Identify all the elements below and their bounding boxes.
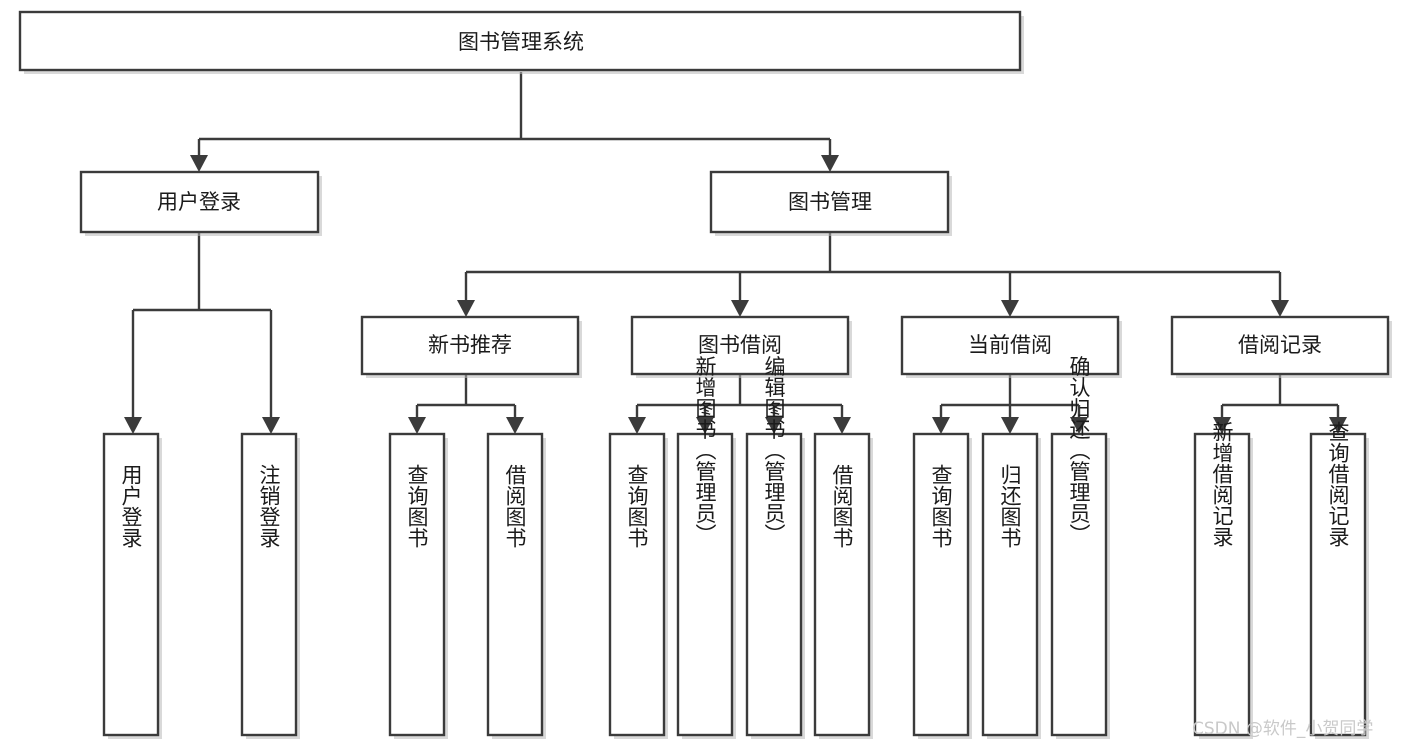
node-book-borrow-label: 图书借阅: [698, 333, 782, 357]
node-leaf-query-book-1-label: 查询图书: [405, 464, 429, 548]
node-user-login-label: 用户登录: [157, 190, 241, 214]
node-new-book-recommend-label: 新书推荐: [428, 333, 512, 357]
arrow-head-leaf-user-logout: [262, 417, 280, 434]
node-leaf-add-record-label: 新增借阅记录: [1210, 421, 1234, 547]
node-leaf-confirm-return-rect: [1050, 432, 1108, 737]
node-leaf-borrow-book-2-label: 借阅图书: [830, 464, 854, 548]
node-user-login-rect: [79, 170, 320, 234]
arrow-head-leaf-query-record: [1329, 417, 1347, 434]
node-book-borrow-rect: [630, 315, 850, 376]
arrow-head-book-manage: [821, 155, 839, 172]
node-book-manage[interactable]: 图书管理: [709, 170, 952, 236]
node-leaf-return-book[interactable]: 归还图书: [981, 432, 1041, 739]
arrow-head-bookborrow: [731, 300, 749, 317]
node-leaf-return-book-rect: [981, 432, 1039, 737]
node-leaf-query-book-2-label: 查询图书: [625, 464, 649, 548]
node-current-borrow-label: 当前借阅: [968, 333, 1052, 357]
node-leaf-query-book-2[interactable]: 查询图书: [608, 432, 668, 739]
node-leaf-user-logout[interactable]: 注销登录: [240, 432, 300, 739]
node-leaf-query-book-1-rect: [388, 432, 446, 737]
node-leaf-query-book-3-rect: [912, 432, 970, 737]
node-leaf-borrow-book-1-rect: [486, 432, 544, 737]
node-book-borrow[interactable]: 图书借阅: [630, 315, 852, 378]
connector-layer: [124, 72, 1347, 434]
arrow-head-leaf-return-book: [1001, 417, 1019, 434]
arrow-head-leaf-add-record: [1213, 417, 1231, 434]
node-leaf-edit-book-label: 编辑图书（管理员）: [762, 356, 786, 545]
node-borrow-record[interactable]: 借阅记录: [1170, 315, 1392, 378]
node-leaf-query-book-3[interactable]: 查询图书: [912, 432, 972, 739]
node-root-rect: [18, 10, 1022, 72]
node-borrow-record-label: 借阅记录: [1238, 333, 1322, 357]
arrow-head-leaf-query-book-3: [932, 417, 950, 434]
node-root[interactable]: 图书管理系统: [18, 10, 1024, 74]
arrow-head-leaf-borrow-book-2: [833, 417, 851, 434]
node-leaf-user-logout-rect: [240, 432, 298, 737]
node-new-book-recommend[interactable]: 新书推荐: [360, 315, 582, 378]
node-leaf-query-book-1[interactable]: 查询图书: [388, 432, 448, 739]
node-leaf-query-record-rect: [1309, 432, 1367, 737]
node-leaf-user-login-rect: [102, 432, 160, 737]
node-book-manage-rect: [709, 170, 950, 234]
node-current-borrow-rect: [900, 315, 1120, 376]
node-leaf-confirm-return-label: 确认归还（管理员）: [1067, 356, 1091, 545]
node-leaf-add-record-rect: [1193, 432, 1251, 737]
node-leaf-query-book-2-rect: [608, 432, 666, 737]
arrow-head-leaf-user-login: [124, 417, 142, 434]
node-leaf-confirm-return[interactable]: 确认归还（管理员）: [1050, 356, 1110, 740]
arrow-head-borrowrecord: [1271, 300, 1289, 317]
node-leaf-add-record[interactable]: 新增借阅记录: [1193, 421, 1253, 739]
node-leaf-add-book[interactable]: 新增图书（管理员）: [676, 356, 736, 740]
arrow-head-currentborrow: [1001, 300, 1019, 317]
node-leaf-query-record[interactable]: 查询借阅记录: [1309, 421, 1369, 739]
node-leaf-query-record-label: 查询借阅记录: [1326, 421, 1350, 547]
arrow-head-leaf-add-book: [696, 417, 714, 434]
node-borrow-record-rect: [1170, 315, 1390, 376]
node-leaf-borrow-book-2-rect: [813, 432, 871, 737]
node-leaf-add-book-rect: [676, 432, 734, 737]
arrow-head-leaf-query-book-1: [408, 417, 426, 434]
node-leaf-borrow-book-1-label: 借阅图书: [503, 464, 527, 548]
node-root-label: 图书管理系统: [458, 30, 584, 54]
node-leaf-user-login[interactable]: 用户登录: [102, 432, 162, 739]
node-book-manage-label: 图书管理: [788, 190, 872, 214]
csdn-watermark: CSDN @软件_小贺同学: [1192, 719, 1373, 739]
node-leaf-borrow-book-2[interactable]: 借阅图书: [813, 432, 873, 739]
node-leaf-return-book-label: 归还图书: [998, 464, 1022, 548]
node-user-login[interactable]: 用户登录: [79, 170, 322, 236]
node-leaf-borrow-book-1[interactable]: 借阅图书: [486, 432, 546, 739]
arrow-head-newbook: [457, 300, 475, 317]
node-leaf-edit-book[interactable]: 编辑图书（管理员）: [745, 356, 805, 740]
node-leaf-user-login-label: 用户登录: [119, 464, 143, 548]
node-leaf-user-logout-label: 注销登录: [257, 464, 281, 548]
node-leaf-edit-book-rect: [745, 432, 803, 737]
arrow-head-leaf-query-book-2: [628, 417, 646, 434]
node-leaf-query-book-3-label: 查询图书: [929, 464, 953, 548]
node-current-borrow[interactable]: 当前借阅: [900, 315, 1122, 378]
node-new-book-recommend-rect: [360, 315, 580, 376]
arrow-head-leaf-edit-book: [765, 417, 783, 434]
arrow-head-leaf-confirm-return: [1070, 417, 1088, 434]
arrow-head-leaf-borrow-book-1: [506, 417, 524, 434]
node-leaf-add-book-label: 新增图书（管理员）: [693, 356, 717, 545]
arrow-head-user-login: [190, 155, 208, 172]
